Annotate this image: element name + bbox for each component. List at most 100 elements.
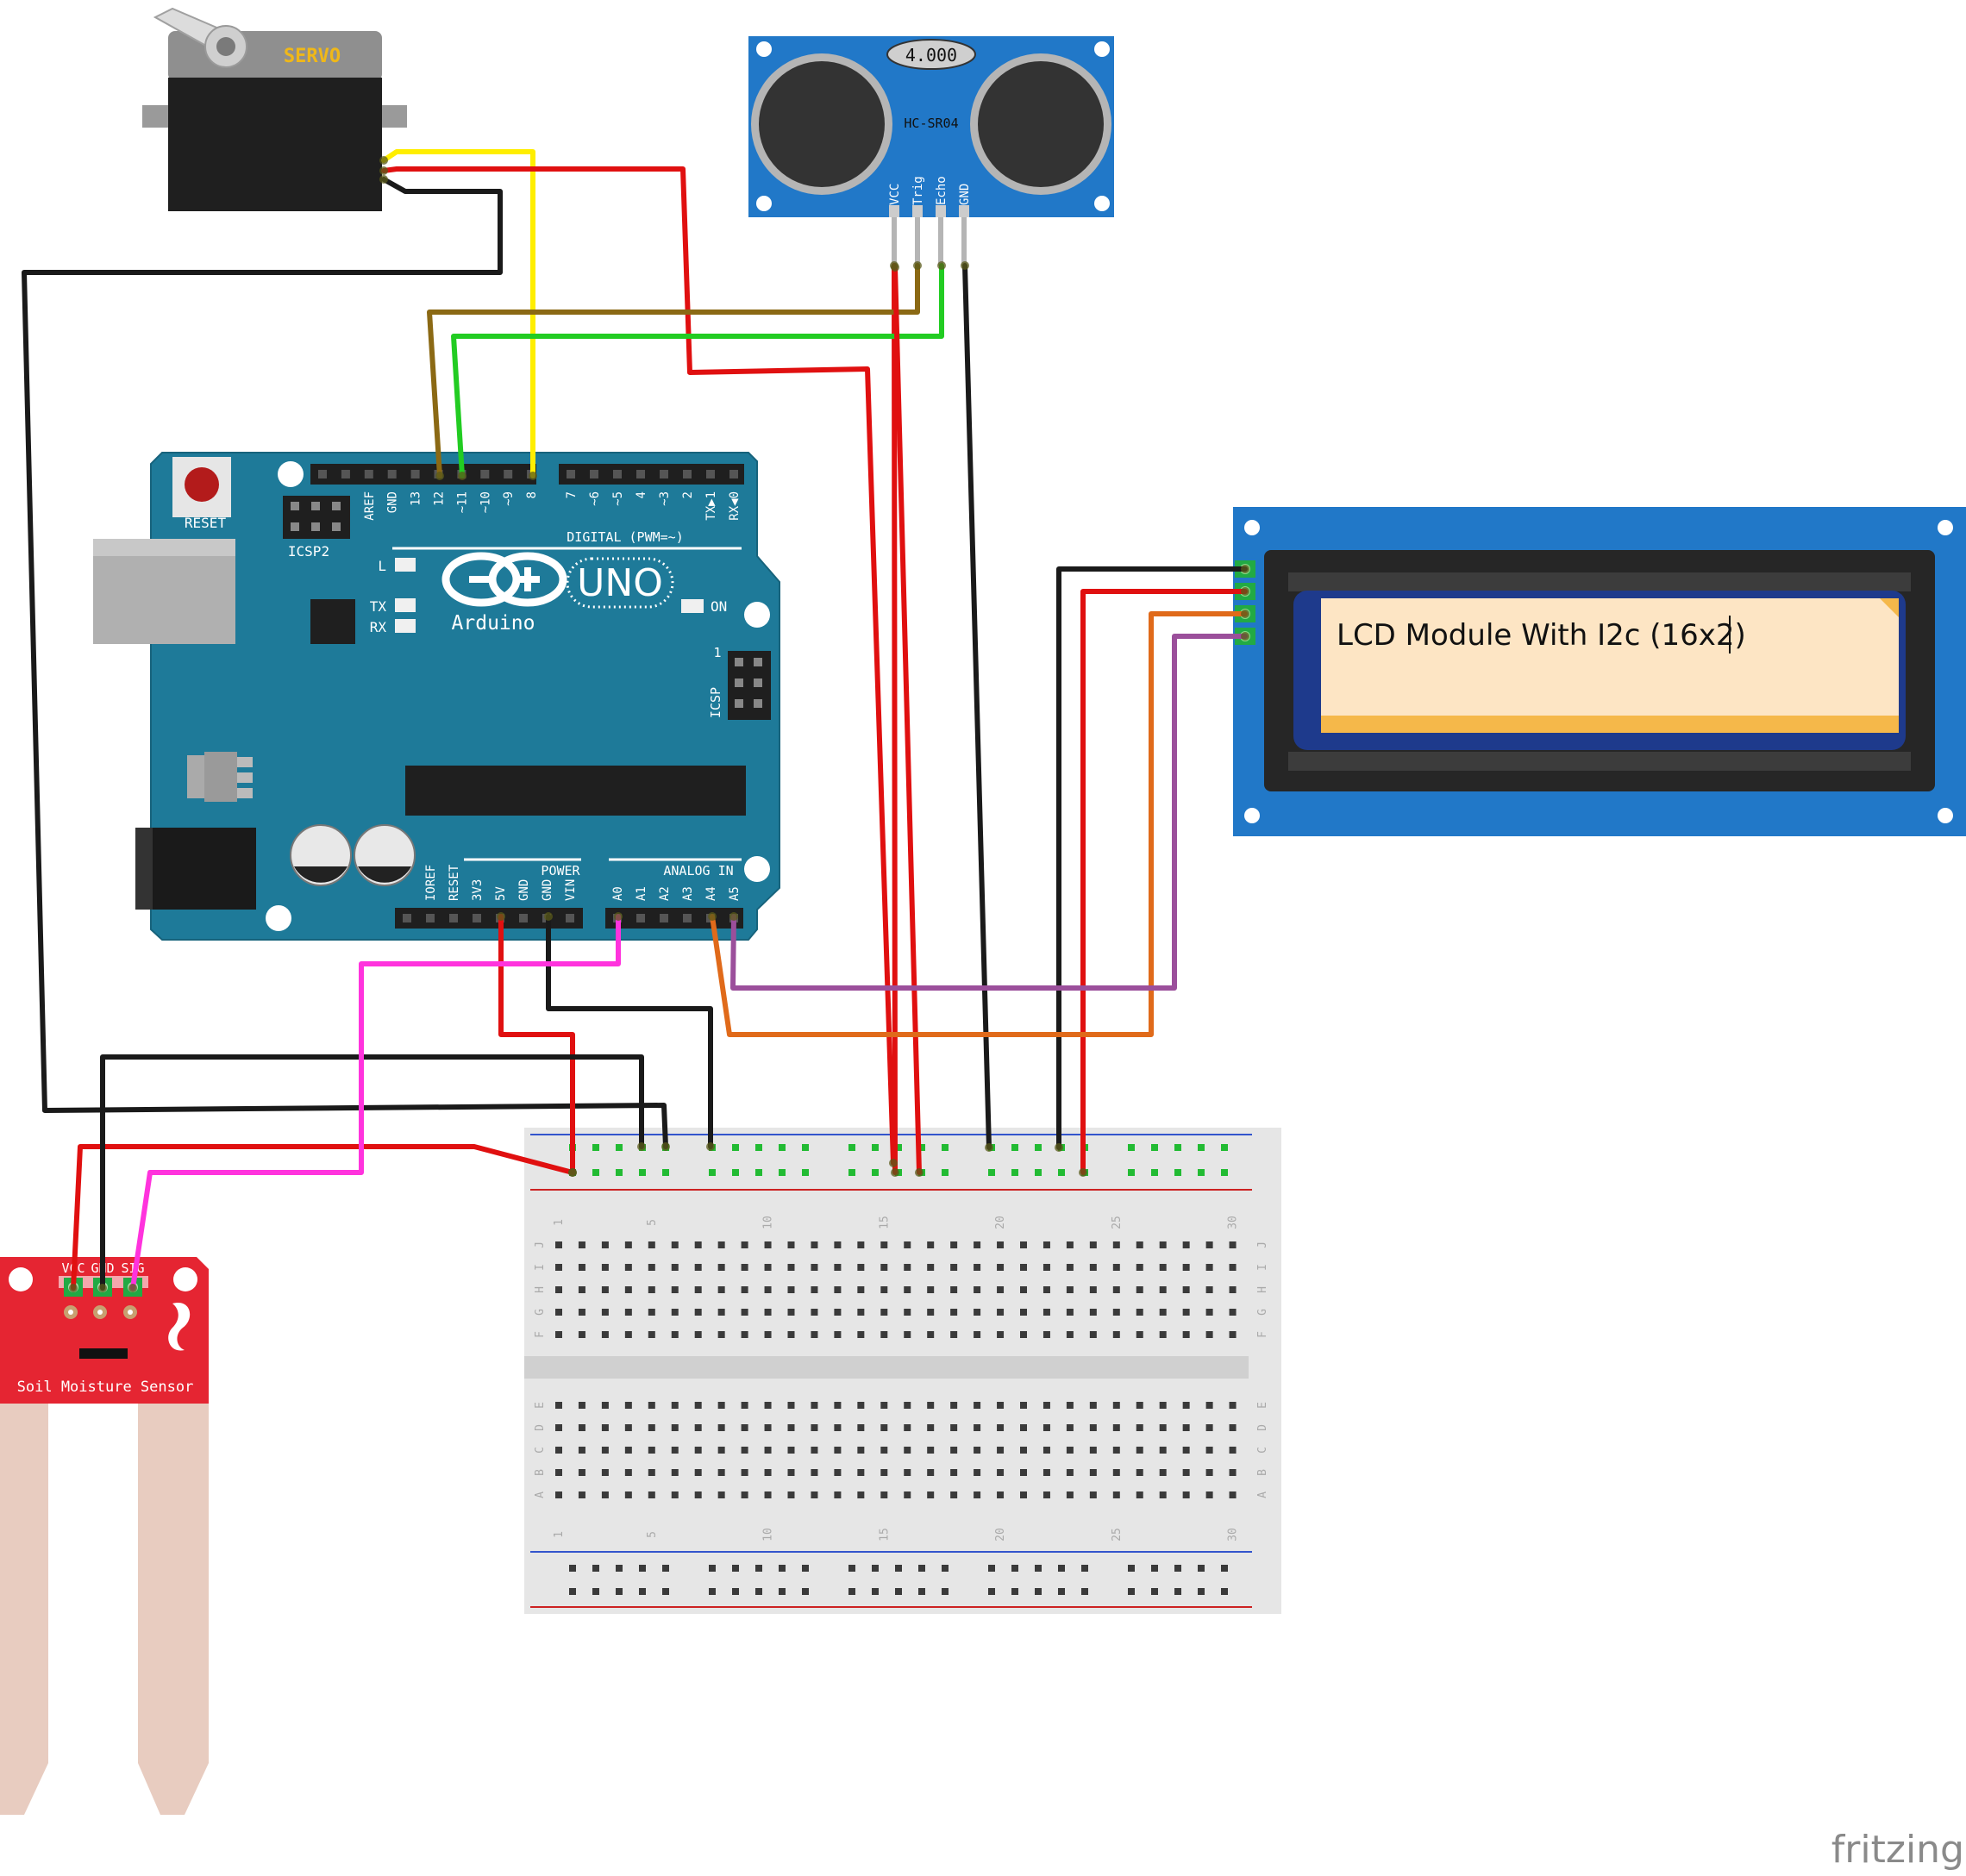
column-number-label: 15 <box>878 1216 891 1229</box>
rail-hole <box>848 1565 855 1572</box>
lcd-bezel-stripe <box>1288 572 1911 591</box>
breadboard-hole <box>671 1469 679 1476</box>
breadboard-hole <box>601 1447 609 1454</box>
breadboard-hole <box>950 1491 958 1498</box>
breadboard-hole <box>1229 1491 1237 1498</box>
rail-hole-active <box>1151 1144 1158 1151</box>
breadboard-hole <box>927 1286 935 1293</box>
breadboard-hole <box>601 1424 609 1431</box>
breadboard-hole <box>1136 1424 1143 1431</box>
breadboard-hole <box>857 1331 865 1338</box>
row-letter-label: E <box>534 1402 547 1409</box>
breadboard-hole <box>1112 1331 1120 1338</box>
rail-hole-active <box>988 1169 995 1176</box>
sparkfun-flame-icon <box>168 1303 191 1351</box>
rail-hole-active <box>1011 1169 1018 1176</box>
wire-endpoint <box>128 1284 137 1292</box>
rail-hole <box>1174 1565 1181 1572</box>
reset-button-cap[interactable] <box>185 467 219 502</box>
breadboard-hole <box>648 1331 655 1338</box>
rail-hole-active <box>592 1169 599 1176</box>
breadboard-hole <box>578 1264 585 1271</box>
breadboard-hole <box>997 1402 1005 1409</box>
row-letter-label: F <box>1256 1331 1269 1338</box>
wire-end-points <box>69 156 1249 1292</box>
row-letter-label: A <box>534 1491 547 1498</box>
rail-hole <box>779 1588 786 1595</box>
led-rx <box>395 619 416 633</box>
breadboard-hole <box>974 1469 981 1476</box>
ultrasonic-pin-label: Echo <box>935 176 949 205</box>
wire-endpoint <box>1241 610 1249 618</box>
breadboard-hole <box>555 1469 562 1476</box>
icsp-pin <box>735 658 743 666</box>
breadboard-hole <box>1020 1469 1027 1476</box>
breadboard-hole <box>997 1331 1005 1338</box>
breadboard-hole <box>764 1264 772 1271</box>
reset-label: RESET <box>185 515 227 531</box>
servo-body <box>168 78 382 211</box>
ultrasonic-pin <box>892 217 897 266</box>
rail-hole <box>709 1565 716 1572</box>
mount-hole <box>1244 520 1260 535</box>
breadboard-hole <box>1112 1469 1120 1476</box>
breadboard-hole <box>1042 1424 1050 1431</box>
wire-endpoint <box>1241 632 1249 641</box>
icsp2-label: ICSP2 <box>288 543 329 560</box>
wire-endpoint <box>614 912 623 921</box>
breadboard-hole <box>648 1402 655 1409</box>
header-pin-hole <box>473 914 481 922</box>
breadboard-hole <box>1112 1264 1120 1271</box>
rail-hole <box>1011 1565 1018 1572</box>
breadboard-hole <box>648 1309 655 1316</box>
breadboard-hole <box>834 1309 842 1316</box>
rail-hole <box>942 1565 949 1572</box>
wire-endpoint <box>729 912 738 921</box>
rail-hole-active <box>872 1144 879 1151</box>
rail-hole <box>639 1588 646 1595</box>
breadboard-hole <box>904 1264 911 1271</box>
header-pin-hole <box>729 470 738 478</box>
breadboard-hole <box>1042 1491 1050 1498</box>
breadboard-hole <box>904 1469 911 1476</box>
breadboard-hole <box>787 1402 795 1409</box>
logo-uno-frame <box>566 557 674 609</box>
breadboard-hole <box>974 1491 981 1498</box>
breadboard-hole <box>927 1424 935 1431</box>
mount-hole <box>1938 520 1953 535</box>
wire-ultrasonic-trig-brown <box>427 263 920 478</box>
row-letter-label: B <box>534 1469 547 1476</box>
rail-hole <box>918 1565 925 1572</box>
breadboard-hole <box>741 1264 748 1271</box>
rail-hole-active <box>755 1144 762 1151</box>
rail-hole <box>1221 1588 1228 1595</box>
breadboard-hole <box>1182 1447 1190 1454</box>
wire-endpoint <box>69 1284 78 1292</box>
breadboard-hole <box>811 1424 818 1431</box>
column-number-label: 10 <box>762 1528 775 1541</box>
breadboard-hole <box>1182 1264 1190 1271</box>
breadboard-hole <box>1042 1264 1050 1271</box>
rail-hole <box>918 1588 925 1595</box>
rail-hole <box>616 1588 623 1595</box>
rail-hole <box>639 1565 646 1572</box>
breadboard-hole <box>717 1491 725 1498</box>
breadboard-hole <box>880 1331 888 1338</box>
breadboard-hole <box>601 1469 609 1476</box>
breadboard-hole <box>1182 1491 1190 1498</box>
breadboard-hole <box>741 1447 748 1454</box>
breadboard-hole <box>1136 1447 1143 1454</box>
regulator-leg <box>237 757 253 767</box>
breadboard-hole <box>880 1264 888 1271</box>
breadboard-hole <box>974 1331 981 1338</box>
breadboard-hole <box>834 1491 842 1498</box>
digital-header-low <box>559 464 744 485</box>
rail-hole <box>848 1588 855 1595</box>
breadboard-hole <box>624 1447 632 1454</box>
servo-motor: SERVO <box>142 7 407 211</box>
rail-hole <box>1151 1588 1158 1595</box>
wire-endpoint <box>1079 1168 1087 1177</box>
